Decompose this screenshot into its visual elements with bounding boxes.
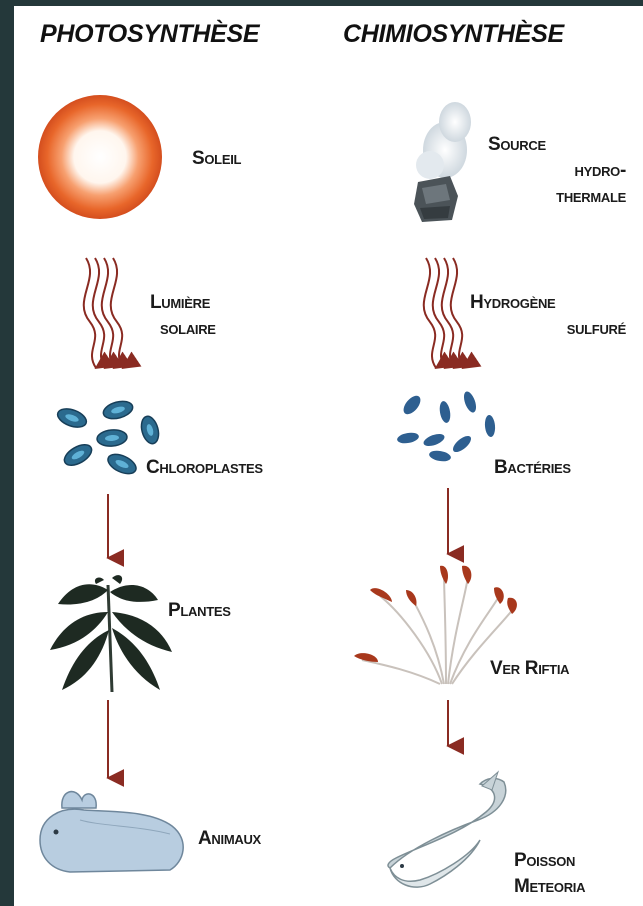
label-chloroplastes: Chloroplastes bbox=[146, 455, 263, 481]
label-ver-riftia: Ver Riftia bbox=[490, 656, 569, 682]
title-chimiosynthese: CHIMIOSYNTHÈSE bbox=[343, 20, 564, 49]
bacteria-icon bbox=[396, 390, 496, 463]
sun-icon bbox=[38, 95, 162, 219]
label-hydrogene-sulfure: Hydrogène sulfuré bbox=[470, 290, 626, 342]
hydrothermal-vent-icon bbox=[414, 102, 471, 222]
label-poisson-meteoria: Poisson Meteoria bbox=[514, 848, 585, 900]
wavy-arrows-icon bbox=[84, 258, 123, 368]
label-soleil: Soleil bbox=[192, 146, 241, 172]
plant-icon bbox=[50, 575, 172, 692]
fish-icon bbox=[388, 772, 506, 887]
label-animaux: Animaux bbox=[198, 826, 261, 852]
label-bacteries: Bactéries bbox=[494, 455, 571, 481]
label-plantes: Plantes bbox=[168, 598, 231, 624]
rabbit-icon bbox=[40, 792, 183, 872]
wavy-arrows-icon bbox=[424, 258, 463, 368]
title-photosynthese: PHOTOSYNTHÈSE bbox=[40, 20, 259, 49]
label-source-hydrothermale: Source hydro- thermale bbox=[488, 132, 626, 210]
label-lumiere-solaire: Lumière solaire bbox=[150, 290, 216, 342]
